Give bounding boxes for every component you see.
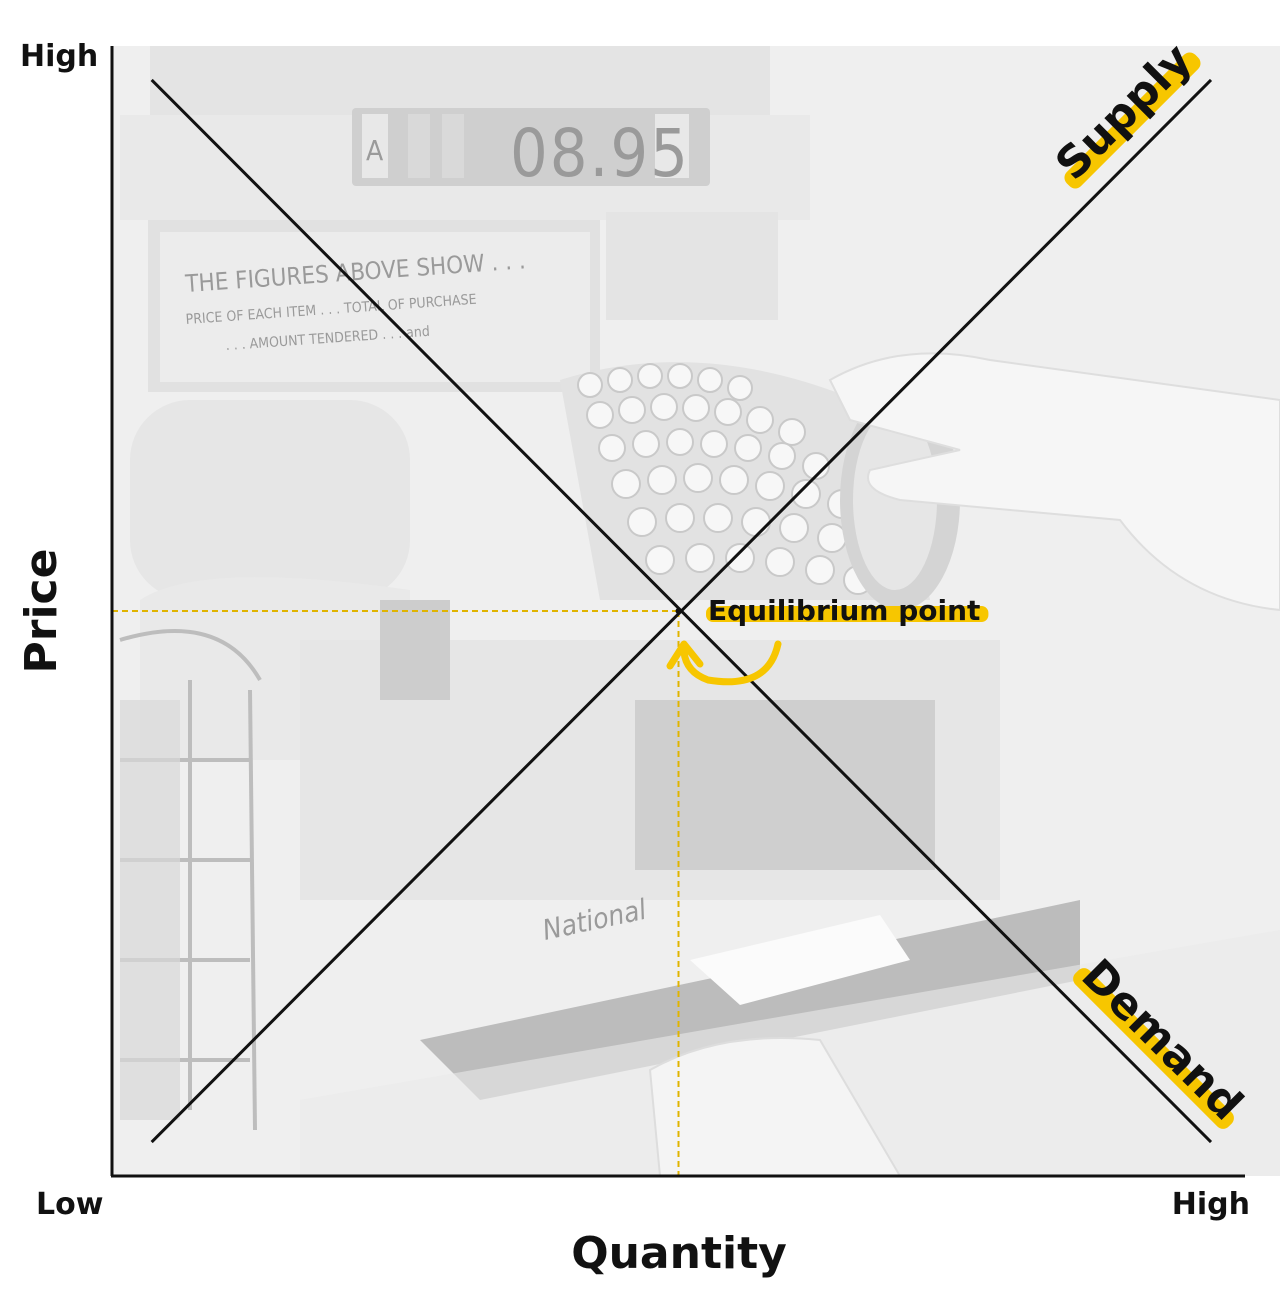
x-axis-title: Quantity xyxy=(571,1228,787,1279)
register-key-label: A xyxy=(366,134,384,167)
register-display-value: 08.95 xyxy=(510,115,690,192)
equilibrium-point-marker xyxy=(675,608,682,614)
x-axis-high-label: High xyxy=(1172,1187,1250,1222)
cash-register-photo: A 08.95 THE FIGURES ABOVE SHOW . . . PRI… xyxy=(112,46,1280,1177)
series-label-supply-highlight xyxy=(1064,52,1201,189)
equilibrium-arrow-curve xyxy=(680,640,782,686)
y-axis-title: Price xyxy=(16,549,67,674)
y-axis-high-label: High xyxy=(20,39,98,74)
equilibrium-label-highlight xyxy=(706,606,989,622)
series-label-demand-highlight xyxy=(1073,968,1234,1129)
equilibrium-arrow-head xyxy=(666,640,704,670)
keypad-keys xyxy=(577,363,873,595)
x-axis-low-label: Low xyxy=(36,1187,103,1222)
equilibrium-label: Equilibrium point xyxy=(708,594,980,627)
